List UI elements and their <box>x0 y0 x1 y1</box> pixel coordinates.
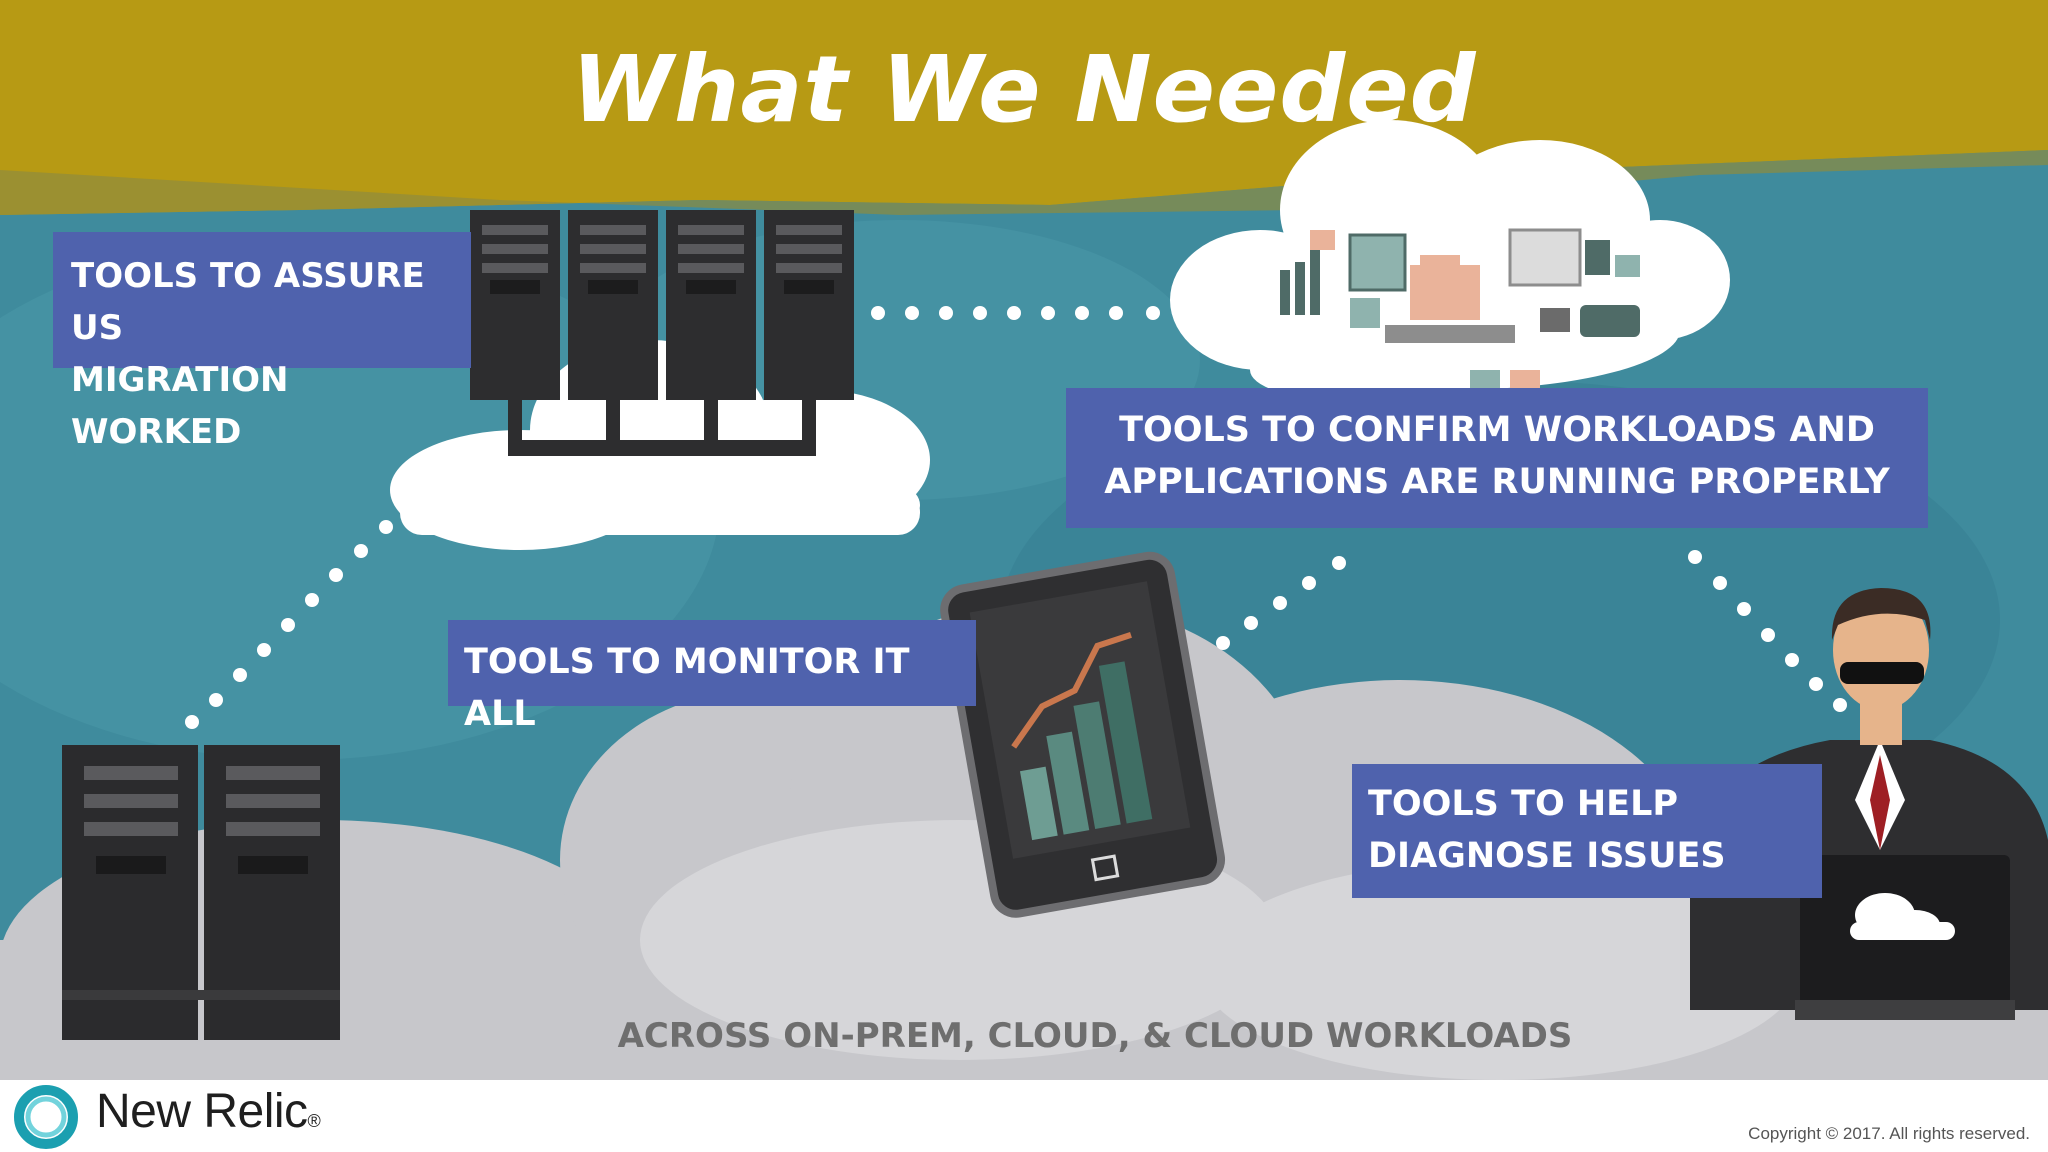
label-line: TOOLS TO CONFIRM WORKLOADS AND <box>1119 410 1875 450</box>
label-line: TOOLS TO HELP <box>1368 784 1679 824</box>
tools-confirm-label: TOOLS TO CONFIRM WORKLOADS AND APPLICATI… <box>1066 388 1928 528</box>
server-rack-icon <box>470 210 854 456</box>
new-relic-logo-icon <box>14 1085 78 1149</box>
copyright-notice: Copyright © 2017. All rights reserved. <box>1748 1124 2030 1143</box>
server-rack-icon <box>62 745 340 1040</box>
label-line: TOOLS TO ASSURE US <box>71 256 425 348</box>
label-line: APPLICATIONS ARE RUNNING PROPERLY <box>1104 462 1890 502</box>
tools-monitor-label: TOOLS TO MONITOR IT ALL <box>448 620 976 734</box>
cloud-apps-icon <box>1170 120 1730 400</box>
label-line: MIGRATION WORKED <box>71 360 289 452</box>
registered-mark: ® <box>307 1111 321 1131</box>
tablet-chart-icon <box>940 551 1226 918</box>
cloud-icon <box>1850 893 1955 940</box>
label-line: TOOLS TO MONITOR IT ALL <box>464 642 910 734</box>
footer-bar <box>0 1080 2048 1152</box>
dotted-connectors <box>185 306 1847 729</box>
footer-caption: ACROSS ON-PREM, CLOUD, & CLOUD WORKLOADS <box>617 1016 1573 1056</box>
brand-name-text: New Relic <box>96 1085 308 1138</box>
slide-title: What We Needed <box>571 36 1477 143</box>
tools-diagnose-label: TOOLS TO HELP DIAGNOSE ISSUES <box>1352 764 1822 898</box>
tools-assure-label: TOOLS TO ASSURE US MIGRATION WORKED <box>53 232 471 452</box>
brand-name: New Relic® <box>96 1084 321 1139</box>
label-line: DIAGNOSE ISSUES <box>1368 836 1726 876</box>
